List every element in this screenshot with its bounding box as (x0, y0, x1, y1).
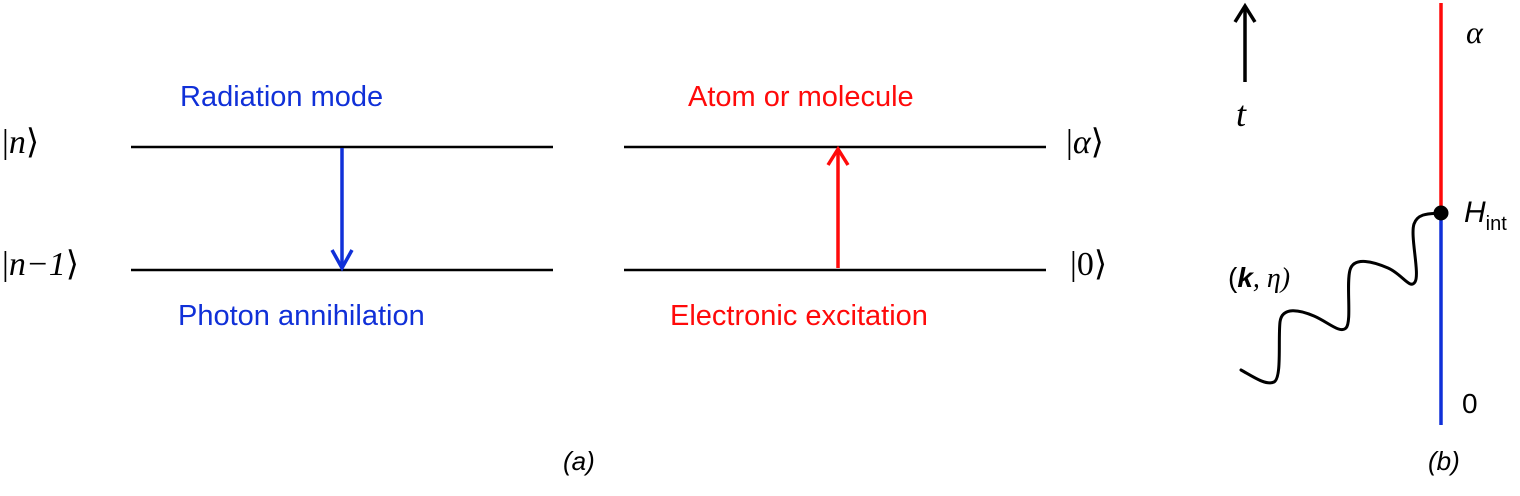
photon-k-eta-label: (k, η) (1228, 264, 1290, 293)
wavevector-k: k (1237, 262, 1253, 293)
hint-h: H (1464, 196, 1486, 229)
paren-open: ( (1228, 262, 1238, 293)
ket-n-minus-1-lower: |n−1⟩ (2, 248, 79, 282)
interaction-vertex-dot (1433, 205, 1449, 221)
ket-bar: | (1066, 124, 1073, 161)
ground-state-label: 0 (1462, 388, 1478, 419)
ket-n-symbol: n (8, 124, 26, 161)
photon-wavy-line-icon (1239, 211, 1443, 385)
ket-zero-symbol: 0 (1076, 246, 1094, 283)
electronic-excitation-label: Electronic excitation (670, 300, 928, 332)
ket-angle: ⟩ (1093, 246, 1108, 283)
ket-bar: | (2, 124, 9, 161)
atom-or-molecule-title: Atom or molecule (688, 81, 914, 113)
ket-n-upper: |n⟩ (2, 126, 39, 160)
polarization-eta: , η) (1252, 263, 1291, 294)
panel-a-caption: (a) (563, 446, 595, 476)
ket-bar: | (1070, 246, 1077, 283)
alpha-state-label: α (1466, 14, 1483, 50)
ket-bar: | (2, 246, 9, 283)
radiation-mode-title: Radiation mode (180, 81, 384, 113)
time-label: t (1236, 94, 1247, 134)
ket-angle: ⟩ (65, 246, 80, 283)
photon-annihilation-label: Photon annihilation (178, 300, 425, 332)
panel-b-caption: (b) (1428, 446, 1460, 476)
photon-annihilation-arrow-icon (330, 148, 354, 272)
ket-angle: ⟩ (1090, 124, 1104, 161)
ket-zero-lower: |0⟩ (1070, 248, 1107, 282)
ket-alpha-upper: |α⟩ (1066, 126, 1104, 160)
time-arrow-icon (1233, 2, 1257, 82)
hint-label: Hint (1464, 196, 1507, 235)
electronic-excitation-arrow-icon (826, 145, 850, 268)
hint-subscript: int (1485, 213, 1507, 235)
ket-n-minus-1-symbol: n−1 (8, 246, 66, 283)
ket-alpha-symbol: α (1072, 124, 1091, 161)
ket-angle: ⟩ (25, 124, 40, 161)
